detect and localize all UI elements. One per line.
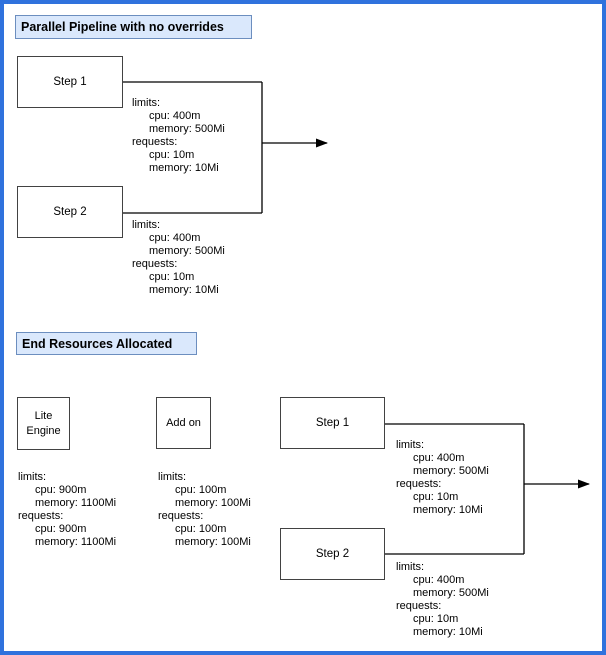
section2-title: End Resources Allocated	[16, 332, 197, 355]
requests-label: requests:	[396, 478, 442, 490]
s1-step2-box: Step 2	[17, 186, 123, 238]
limits-memory: memory: 500Mi	[413, 587, 489, 599]
requests-memory: memory: 10Mi	[413, 504, 483, 516]
s2-step2-box: Step 2	[280, 528, 385, 580]
limits-cpu: cpu: 400m	[413, 574, 465, 586]
requests-label: requests:	[132, 136, 178, 148]
s2-step1-box: Step 1	[280, 397, 385, 449]
limits-cpu: cpu: 900m	[35, 484, 87, 496]
requests-cpu: cpu: 10m	[413, 613, 459, 625]
s1-step2-label: Step 2	[53, 205, 87, 218]
s1-step2-resources: limits: cpu: 400m memory: 500Mi requests…	[132, 219, 225, 297]
s2-step1-resources: limits: cpu: 400m memory: 500Mi requests…	[396, 439, 489, 517]
limits-label: limits:	[132, 97, 161, 109]
requests-memory: memory: 10Mi	[149, 162, 219, 174]
limits-cpu: cpu: 400m	[149, 110, 201, 122]
requests-label: requests:	[132, 258, 178, 270]
limits-memory: memory: 500Mi	[149, 245, 225, 257]
requests-memory: memory: 1100Mi	[35, 536, 117, 548]
s2-step1-label: Step 1	[315, 416, 350, 429]
limits-cpu: cpu: 400m	[413, 452, 465, 464]
s2-addon-box: Add on	[156, 397, 211, 449]
limits-label: limits:	[132, 219, 161, 231]
s2-lite-engine-label-line1: Lite	[34, 409, 53, 422]
s2-step2-resources: limits: cpu: 400m memory: 500Mi requests…	[396, 561, 489, 639]
s2-addon-label: Add on	[166, 416, 201, 429]
requests-memory: memory: 100Mi	[175, 536, 251, 548]
limits-memory: memory: 500Mi	[413, 465, 489, 477]
section1-title: Parallel Pipeline with no overrides	[15, 15, 252, 39]
requests-label: requests:	[396, 600, 442, 612]
requests-label: requests:	[18, 510, 64, 522]
s2-lite-engine-label-line2: Engine	[26, 424, 61, 437]
limits-label: limits:	[158, 471, 187, 483]
limits-label: limits:	[396, 561, 425, 573]
limits-label: limits:	[18, 471, 47, 483]
requests-cpu: cpu: 10m	[413, 491, 459, 503]
s2-lite-engine-box: Lite Engine	[17, 397, 70, 450]
s1-step1-label: Step 1	[53, 75, 87, 88]
requests-cpu: cpu: 900m	[35, 523, 87, 535]
limits-label: limits:	[396, 439, 425, 451]
limits-memory: memory: 1100Mi	[35, 497, 117, 509]
s1-step1-resources: limits: cpu: 400m memory: 500Mi requests…	[132, 97, 225, 175]
s2-lite-engine-resources: limits: cpu: 900m memory: 1100Mi request…	[18, 471, 116, 549]
limits-memory: memory: 100Mi	[175, 497, 251, 509]
requests-memory: memory: 10Mi	[149, 284, 219, 296]
requests-label: requests:	[158, 510, 204, 522]
requests-cpu: cpu: 10m	[149, 271, 195, 283]
requests-cpu: cpu: 10m	[149, 149, 195, 161]
limits-cpu: cpu: 100m	[175, 484, 227, 496]
s2-step2-label: Step 2	[315, 547, 350, 560]
requests-cpu: cpu: 100m	[175, 523, 227, 535]
requests-memory: memory: 10Mi	[413, 626, 483, 638]
s1-step1-box: Step 1	[17, 56, 123, 108]
limits-memory: memory: 500Mi	[149, 123, 225, 135]
s2-addon-resources: limits: cpu: 100m memory: 100Mi requests…	[158, 471, 251, 549]
limits-cpu: cpu: 400m	[149, 232, 201, 244]
